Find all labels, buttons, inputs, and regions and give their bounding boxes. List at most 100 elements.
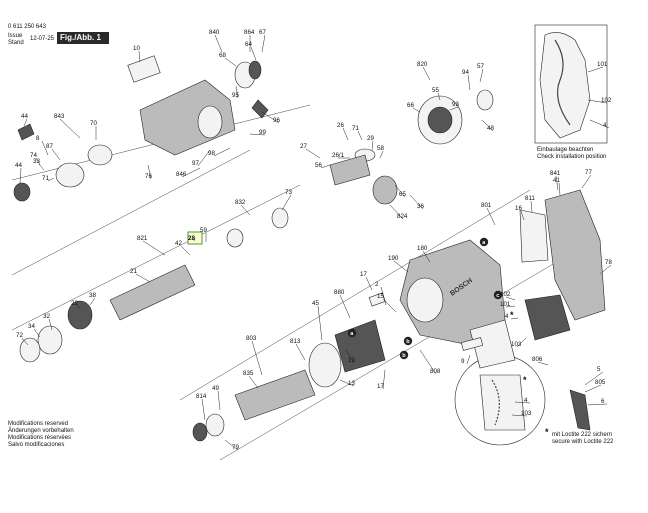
callout-line [224, 57, 237, 67]
part-label: 98 [208, 150, 215, 157]
ring-part [87, 144, 113, 166]
part-label: 41 [553, 177, 560, 184]
gear-part [372, 175, 398, 205]
loctite-star-icon: * [545, 427, 549, 437]
part-label: 840 [209, 29, 220, 36]
assembly-frame-line [219, 259, 561, 461]
ring-gear-part [37, 325, 63, 355]
callout-line [59, 118, 81, 139]
callout-line [479, 68, 484, 83]
part-label: 17 [360, 271, 367, 278]
callout-line [51, 148, 61, 161]
part-label: 29 [367, 135, 374, 142]
part-label: 805 [595, 379, 606, 386]
modification-note-es: Salvo modificaciones [8, 442, 65, 448]
issue-label-de: Stand [8, 40, 24, 46]
callout-line [449, 106, 459, 111]
part-label: 56 [315, 162, 322, 169]
handle-part [469, 319, 516, 369]
part-label: 19 [348, 357, 355, 364]
callout-line [339, 379, 355, 387]
callout-line [339, 294, 351, 319]
electronic-module-part [524, 294, 571, 341]
callout-line [295, 343, 306, 361]
callout-line [35, 157, 41, 166]
callout-line [213, 147, 231, 157]
loctite-marks: *** [510, 310, 549, 437]
callout-line [412, 107, 421, 113]
callout-line [345, 349, 355, 364]
part-label: 102 [500, 291, 511, 298]
callout-line [249, 133, 266, 136]
part-label: 101 [500, 301, 511, 308]
callout-line [394, 184, 406, 198]
part-label: 94 [462, 69, 469, 76]
callout-line [235, 85, 239, 99]
part-label: 42 [175, 240, 182, 247]
part-label: 21 [130, 268, 137, 275]
part-label: 180 [417, 245, 428, 252]
part-label: 27 [300, 143, 307, 150]
loctite-note-en: secure with Loctite 222 [552, 439, 614, 445]
part-label: 4 [505, 313, 509, 320]
part-label: 808 [430, 368, 441, 375]
part-label: 33 [33, 158, 40, 165]
part-label: 10 [133, 45, 140, 52]
part-label: 841 [550, 170, 561, 177]
modification-note-de: Änderungen vorbehalten [8, 428, 74, 434]
part-label: 73 [285, 189, 292, 196]
part-label: 101 [597, 61, 608, 68]
callout-line [510, 317, 519, 320]
part-label: 190 [388, 255, 399, 262]
part-number: 0 611 250 643 [8, 24, 46, 30]
callout-line [76, 305, 81, 309]
callout-line [250, 46, 257, 61]
part-label: 22 [71, 300, 78, 307]
part-label: 801 [481, 202, 492, 209]
callout-line [38, 163, 45, 171]
o-ring-seal-part [271, 207, 289, 229]
part-label: 93 [452, 101, 459, 108]
fan-baffle-part [308, 342, 342, 388]
part-label: 58 [377, 145, 384, 152]
locking-sleeve-part [17, 123, 35, 141]
callout-line [467, 74, 471, 91]
callout-line [520, 210, 525, 221]
marker-dot [399, 350, 409, 360]
callout-line [371, 140, 374, 151]
part-label: 71 [42, 175, 49, 182]
part-label: 78 [605, 259, 612, 266]
callout-line [422, 250, 431, 263]
callout-line [437, 92, 441, 101]
assembly-frame-line [179, 189, 531, 401]
marker-dot [479, 237, 489, 247]
part-label: 5 [597, 366, 601, 373]
callout-line [193, 237, 196, 242]
detail-housing [479, 374, 526, 431]
callout-line [248, 375, 259, 389]
part-label: 6 [601, 398, 605, 405]
part-label: 813 [290, 338, 301, 345]
callout-line [530, 200, 533, 213]
part-label: 15 [377, 293, 384, 300]
part-label: 28 [188, 235, 195, 242]
callout-line [382, 369, 386, 390]
callout-line [537, 361, 549, 366]
callout-line [365, 276, 373, 291]
callout-line [481, 119, 494, 132]
callout-line [48, 318, 53, 331]
bushing-part [248, 60, 262, 80]
callout-line [147, 164, 152, 180]
modification-note-fr: Modifications réservées [8, 435, 72, 441]
bearing-flange-bore [427, 106, 453, 134]
bearing-support-part [192, 422, 208, 442]
part-label: 57 [477, 63, 484, 70]
callout-line [305, 148, 321, 159]
callout-line [486, 207, 496, 226]
issue-label-en: Issue [8, 33, 23, 39]
issue-date: 12-07-25 [30, 36, 55, 42]
loctite-star-icon: * [510, 310, 514, 320]
callout-line [251, 340, 263, 376]
part-label: 17 [377, 383, 384, 390]
toothed-ring-part [67, 300, 93, 330]
